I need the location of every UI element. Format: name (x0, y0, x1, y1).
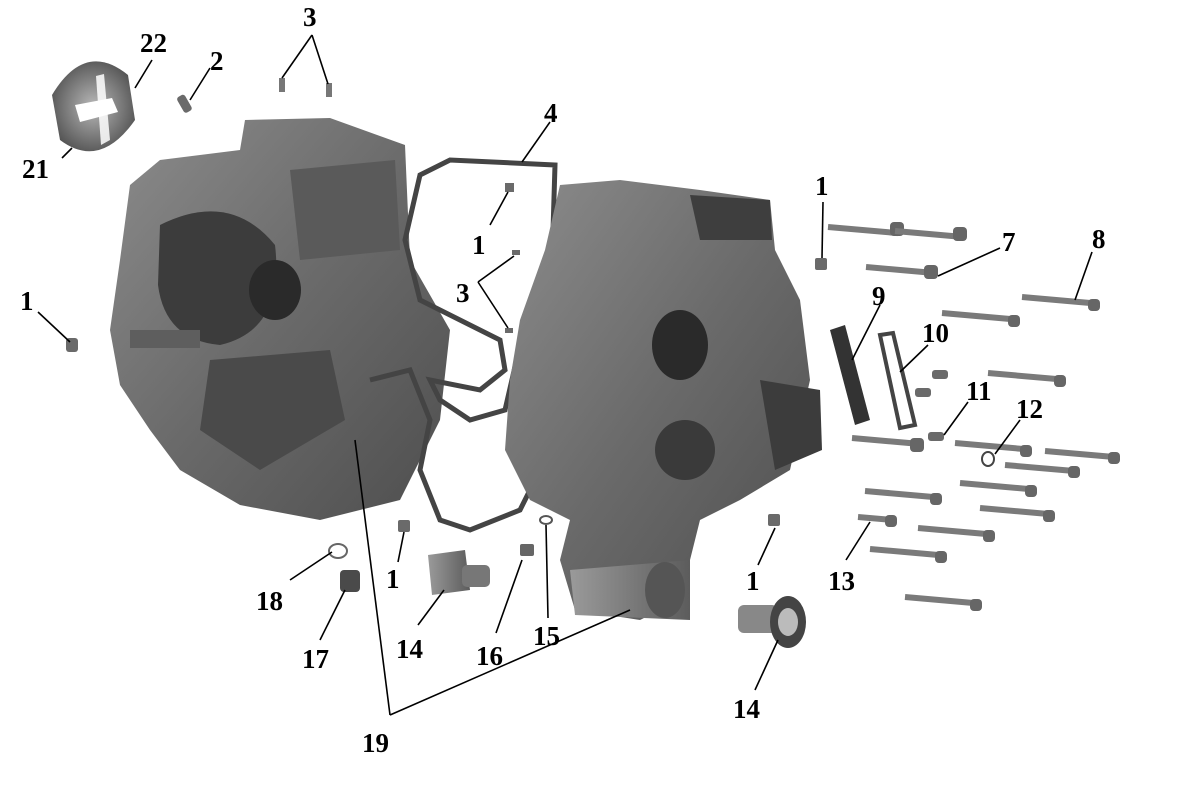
callout-14-right: 14 (733, 694, 760, 724)
callout-2: 2 (210, 46, 224, 76)
callout-16: 16 (476, 641, 503, 671)
callout-19: 19 (362, 728, 389, 758)
callout-21: 21 (22, 154, 49, 184)
bolt-set-7-8-13 (827, 222, 1120, 611)
callout-18: 18 (256, 586, 283, 616)
clip-part-15 (539, 515, 553, 525)
long-bolt (857, 514, 897, 527)
gasket-part-10 (877, 330, 918, 431)
callout-10: 10 (922, 318, 949, 348)
plate-part-9 (830, 325, 870, 425)
long-bolt (894, 227, 967, 241)
bolt-part-1-right-top (815, 258, 827, 270)
fitting-part-16 (520, 544, 534, 556)
long-bolt (1004, 462, 1080, 478)
callout-4: 4 (544, 98, 558, 128)
long-bolt (987, 370, 1066, 387)
bolt-part-2 (177, 94, 192, 113)
long-bolt (904, 594, 982, 611)
long-bolt (941, 310, 1020, 327)
long-bolt (1044, 448, 1120, 464)
callout-12: 12 (1016, 394, 1043, 424)
o-ring-part-12 (981, 451, 995, 467)
callout-17: 17 (302, 644, 329, 674)
callout-1-lower-center: 1 (386, 564, 400, 594)
dowel-pins-center (505, 183, 520, 333)
callout-1-left: 1 (20, 286, 34, 316)
drain-plug-part-17 (340, 570, 360, 592)
long-bolt (827, 222, 904, 237)
bolt-part-1-lower-right (768, 514, 780, 526)
callout-1-right-top: 1 (815, 171, 829, 201)
callout-3-top: 3 (303, 2, 317, 32)
left-crankcase-half (110, 118, 450, 520)
long-bolt (954, 440, 1032, 457)
long-bolt (864, 488, 942, 505)
bushing-part-14-right (738, 596, 806, 648)
callout-11: 11 (966, 376, 992, 406)
bushing-part-14-left (428, 550, 490, 595)
long-bolt (869, 546, 947, 563)
o-ring-part-18 (328, 543, 348, 559)
long-bolt (959, 480, 1037, 497)
callout-1-gasket: 1 (472, 230, 486, 260)
long-bolt (979, 505, 1055, 522)
callout-labels: 22 2 3 21 4 1 1 3 1 7 8 9 10 11 12 13 1 … (20, 2, 1106, 758)
callout-22: 22 (140, 28, 167, 58)
callout-7: 7 (1002, 227, 1016, 257)
long-bolt (1021, 294, 1100, 311)
callout-13: 13 (828, 566, 855, 596)
callout-3-center: 3 (456, 278, 470, 308)
callout-14-left: 14 (396, 634, 423, 664)
long-bolt (865, 264, 938, 279)
small-bolts-part-11 (915, 370, 948, 441)
right-crankcase-half (505, 180, 822, 620)
callout-15: 15 (533, 621, 560, 651)
callout-1-lower-right: 1 (746, 566, 760, 596)
callout-8: 8 (1092, 224, 1106, 254)
bolt-part-1-lower-center (398, 520, 410, 532)
dowel-pins-top (279, 78, 332, 97)
callout-9: 9 (872, 281, 886, 311)
long-bolt (917, 525, 995, 542)
long-bolt (851, 435, 924, 452)
leader-lines (37, 34, 1093, 716)
bearing-shell-part (52, 61, 135, 152)
